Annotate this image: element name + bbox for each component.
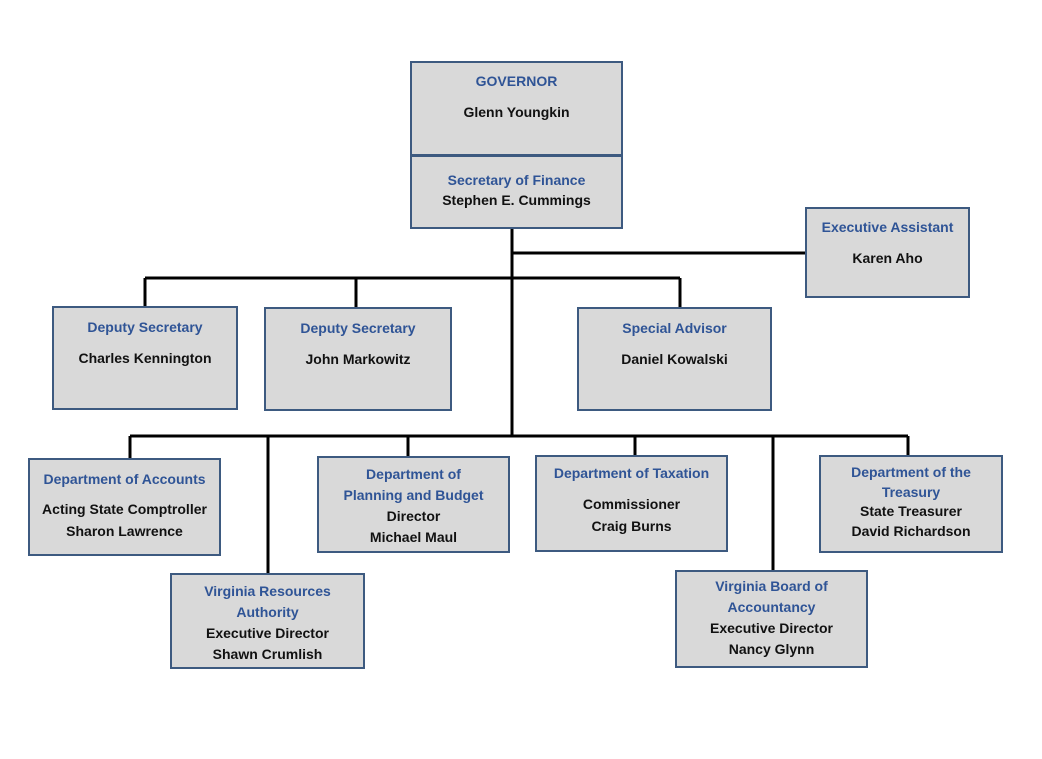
deputy-secretary-2-title: Deputy Secretary xyxy=(300,320,416,336)
secretary-title: Secretary of Finance xyxy=(447,172,586,188)
governor-name: Glenn Youngkin xyxy=(463,104,570,120)
governor-title: GOVERNOR xyxy=(475,73,558,89)
virginia-board-of-accountancy-name: Nancy Glynn xyxy=(728,641,815,657)
department-of-taxation-role: Commissioner xyxy=(582,496,681,512)
department-of-planning-and-budget-role: Director xyxy=(386,508,441,524)
department-of-planning-and-budget-title-line-2: Planning and Budget xyxy=(343,487,484,503)
deputy-secretary-1-title: Deputy Secretary xyxy=(87,319,203,335)
department-of-accounts-role: Acting State Comptroller xyxy=(42,501,207,517)
department-of-taxation-box: Department of Taxation Commissioner Crai… xyxy=(535,455,728,552)
executive-assistant-box: Executive Assistant Karen Aho xyxy=(805,207,970,298)
special-advisor-title: Special Advisor xyxy=(622,320,727,336)
virginia-board-of-accountancy-title-line-1: Virginia Board of xyxy=(715,578,828,594)
special-advisor-name: Daniel Kowalski xyxy=(621,351,728,367)
department-of-the-treasury-role: State Treasurer xyxy=(860,503,962,519)
governor-box: GOVERNOR Glenn Youngkin xyxy=(410,61,623,156)
department-of-the-treasury-name: David Richardson xyxy=(851,522,971,539)
department-of-planning-and-budget-name: Michael Maul xyxy=(369,529,458,545)
virginia-resources-authority-name: Shawn Crumlish xyxy=(212,646,323,662)
deputy-secretary-1-box: Deputy Secretary Charles Kennington xyxy=(52,306,238,410)
virginia-board-of-accountancy-role: Executive Director xyxy=(710,620,833,636)
deputy-secretary-2-box: Deputy Secretary John Markowitz xyxy=(264,307,452,411)
department-of-accounts-title: Department of Accounts xyxy=(43,471,206,487)
special-advisor-box: Special Advisor Daniel Kowalski xyxy=(577,307,772,411)
virginia-resources-authority-role: Executive Director xyxy=(206,625,329,641)
virginia-resources-authority-title-line-1: Virginia Resources xyxy=(204,583,331,599)
department-of-the-treasury-box: Department of the Treasury State Treasur… xyxy=(819,455,1003,553)
department-of-the-treasury-title-line-2: Treasury xyxy=(881,483,941,500)
department-of-accounts-name: Sharon Lawrence xyxy=(66,523,183,539)
secretary-box: Secretary of Finance Stephen E. Cummings xyxy=(410,155,623,229)
secretary-name: Stephen E. Cummings xyxy=(442,192,591,208)
deputy-secretary-2-name: John Markowitz xyxy=(305,351,411,367)
department-of-planning-and-budget-title-line-1: Department of xyxy=(366,466,461,482)
department-of-the-treasury-title-line-1: Department of the xyxy=(851,464,971,480)
executive-assistant-name: Karen Aho xyxy=(852,250,923,266)
department-of-planning-and-budget-box: Department of Planning and Budget Direct… xyxy=(317,456,510,553)
department-of-accounts-box: Department of Accounts Acting State Comp… xyxy=(28,458,221,556)
virginia-resources-authority-title-line-2: Authority xyxy=(236,604,299,620)
department-of-taxation-title: Department of Taxation xyxy=(553,465,710,481)
virginia-board-of-accountancy-title-line-2: Accountancy xyxy=(727,599,816,615)
deputy-secretary-1-name: Charles Kennington xyxy=(78,350,212,366)
virginia-board-of-accountancy-box: Virginia Board of Accountancy Executive … xyxy=(675,570,868,668)
department-of-taxation-name: Craig Burns xyxy=(591,518,672,534)
virginia-resources-authority-box: Virginia Resources Authority Executive D… xyxy=(170,573,365,669)
executive-assistant-title: Executive Assistant xyxy=(821,219,954,235)
